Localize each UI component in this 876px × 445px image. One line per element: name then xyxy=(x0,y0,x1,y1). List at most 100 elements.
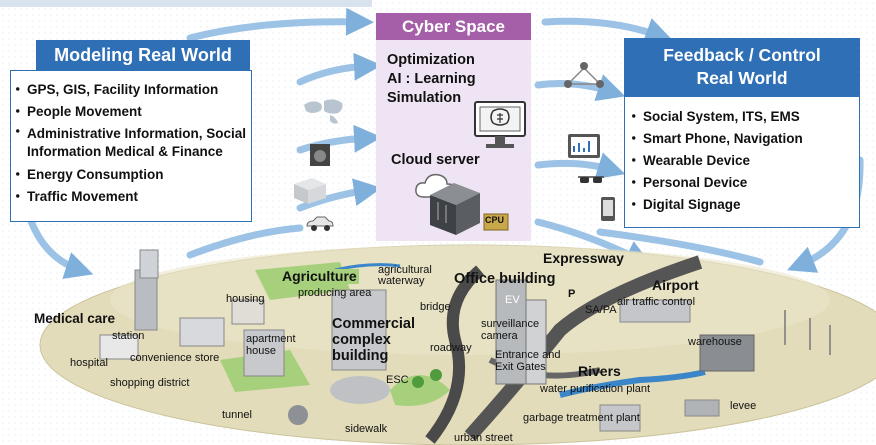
modeling-title: Modeling Real World xyxy=(36,40,250,70)
cloud-server-label: Cloud server xyxy=(391,152,480,168)
label-entrance-exit: Entrance and Exit Gates xyxy=(495,349,561,373)
glasses-icon xyxy=(578,176,604,183)
label-warehouse: warehouse xyxy=(688,336,742,348)
server-rack-icon xyxy=(430,183,480,235)
cyber-item-optimization: Optimization xyxy=(387,52,475,68)
label-shopping-district: shopping district xyxy=(110,377,190,389)
cpu-label: CPU xyxy=(485,215,505,225)
label-hospital: hospital xyxy=(70,357,108,369)
arrow-mid-left xyxy=(296,52,382,86)
label-airport: Airport xyxy=(652,277,699,293)
feedback-item: Smart Phone, Navigation xyxy=(627,128,859,150)
feedback-item: Social System, ITS, EMS xyxy=(627,106,859,128)
wind-turbines xyxy=(784,310,831,355)
tablet-chart-icon xyxy=(568,134,600,158)
label-medical-care: Medical care xyxy=(34,311,116,326)
feedback-item: Personal Device xyxy=(627,172,859,194)
cyber-item-ai: AI : Learning xyxy=(387,71,476,87)
label-tunnel: tunnel xyxy=(222,409,252,421)
buildings xyxy=(99,249,831,432)
agricultural-waterway-line xyxy=(334,263,401,272)
speaker-icon xyxy=(310,144,330,166)
commercial-base xyxy=(330,376,390,404)
cyber-space-title: Cyber Space xyxy=(376,13,531,40)
urban-street-road xyxy=(425,265,485,444)
station-tower-top xyxy=(139,249,159,279)
arrow-arc-right xyxy=(596,228,764,266)
label-commercial-complex: Commercial complex building xyxy=(332,316,416,364)
office-tower xyxy=(495,279,527,385)
tree xyxy=(430,369,442,381)
label-sa-pa: SA/PA xyxy=(585,304,617,316)
arrow-mid-right-2 xyxy=(534,152,626,180)
tree xyxy=(412,376,424,388)
network-people-icon xyxy=(564,62,604,88)
feedback-panel: Social System, ITS, EMS Smart Phone, Nav… xyxy=(624,96,860,228)
label-urban-street: urban street xyxy=(454,432,513,444)
label-rivers: Rivers xyxy=(578,363,621,379)
label-sidewalk: sidewalk xyxy=(345,423,388,435)
storage-box-icon xyxy=(294,178,326,204)
cyber-item-simulation: Simulation xyxy=(387,90,462,106)
arrow-top-left xyxy=(186,7,374,42)
feedback-item: Digital Signage xyxy=(627,194,859,216)
label-agricultural-waterway: agricultural waterway xyxy=(378,264,432,287)
commercial-building xyxy=(331,289,387,371)
label-garbage-treatment: garbage treatment plant xyxy=(523,412,640,424)
feedback-item: Wearable Device xyxy=(627,150,859,172)
modeling-item: Administrative Information, Social Infor… xyxy=(11,123,253,164)
garbage-plant xyxy=(599,404,641,432)
label-air-traffic-control: air traffic control xyxy=(617,296,696,308)
green-park xyxy=(390,375,450,406)
label-producing-area: producing area xyxy=(298,287,372,299)
modeling-item: Traffic Movement xyxy=(11,186,251,208)
label-station: station xyxy=(112,330,145,342)
arrow-arc-left xyxy=(186,224,304,259)
feedback-title: Feedback / Control Real World xyxy=(624,38,860,96)
airport-terminal xyxy=(619,299,691,323)
label-convenience-store: convenience store xyxy=(130,352,220,364)
office-tower-side xyxy=(525,299,547,385)
arrow-mid-left-2 xyxy=(296,124,382,154)
label-agriculture: Agriculture xyxy=(280,268,359,284)
feedback-list: Social System, ITS, EMS Smart Phone, Nav… xyxy=(627,106,859,216)
label-levee: levee xyxy=(730,400,757,412)
arrow-low-left xyxy=(296,178,382,212)
label-office-building: Office building xyxy=(454,271,556,287)
modeling-item: GPS, GIS, Facility Information xyxy=(11,79,251,101)
label-esc: ESC xyxy=(386,374,409,386)
label-housing: housing xyxy=(226,293,265,305)
hospital-building xyxy=(99,334,139,360)
expressway-road xyxy=(464,255,703,441)
label-water-purification: water purification plant xyxy=(540,383,651,395)
label-expressway: Expressway xyxy=(543,250,624,266)
feedback-title-line1: Feedback / Control xyxy=(663,45,821,65)
tunnel-opening xyxy=(288,405,308,425)
label-ev: EV xyxy=(505,294,520,306)
car-icon xyxy=(306,216,334,231)
label-bridge: bridge xyxy=(420,301,451,313)
label-apartment-house: apartment house xyxy=(246,333,296,357)
modeling-item: People Movement xyxy=(11,101,251,123)
warehouse-building xyxy=(699,334,755,372)
label-roadway: roadway xyxy=(430,342,472,354)
modeling-panel: GPS, GIS, Facility Information People Mo… xyxy=(10,70,252,222)
label-p: P xyxy=(568,288,576,300)
cpu-chip-icon xyxy=(483,213,509,231)
feedback-title-line2: Real World xyxy=(696,68,788,88)
modeling-item: Energy Consumption xyxy=(11,164,251,186)
levee-block xyxy=(684,399,720,417)
cyber-space-box: Cyber Space Optimization AI : Learning S… xyxy=(376,13,531,241)
smartphone-icon xyxy=(601,197,615,221)
housing-building xyxy=(231,299,265,325)
globe-icon xyxy=(304,99,343,124)
station-tower xyxy=(134,269,158,331)
apartment-block xyxy=(243,329,285,377)
modeling-list: GPS, GIS, Facility Information People Mo… xyxy=(11,79,253,208)
river xyxy=(559,369,706,398)
arrow-top-right xyxy=(541,17,674,45)
label-surveillance-camera: surveillance camera xyxy=(481,318,540,342)
ai-monitor-icon xyxy=(474,101,526,148)
convenience-store-building xyxy=(179,317,225,347)
